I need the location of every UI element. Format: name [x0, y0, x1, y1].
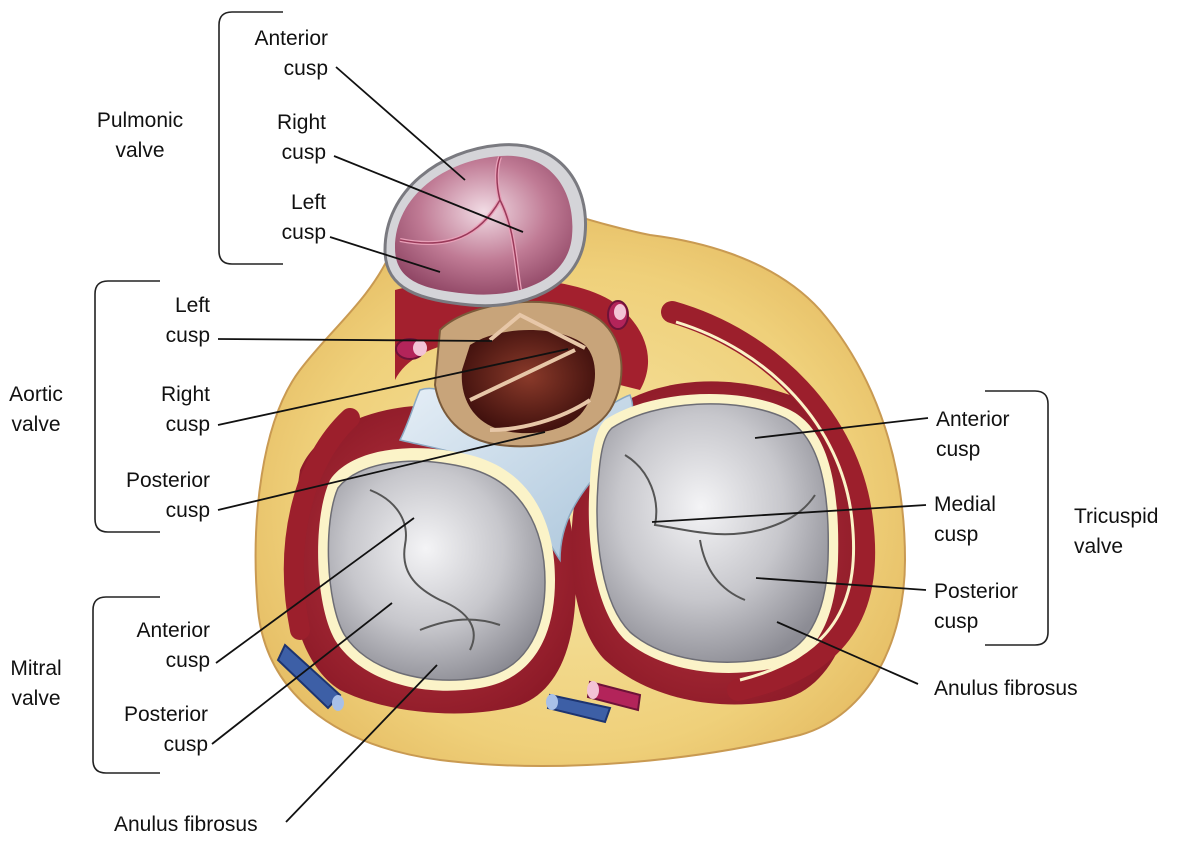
leader-pulm-anterior	[335, 66, 466, 181]
aortic-lumen	[461, 330, 596, 434]
aortic-cusp-edges	[469, 312, 592, 432]
leader-tri-anterior	[754, 417, 929, 439]
tricuspid-bracket	[985, 390, 1049, 646]
left-outer-muscle-band	[283, 408, 360, 640]
leader-pulm-left	[329, 236, 441, 273]
posterior-artery-section	[586, 680, 642, 712]
aortic-bracket	[94, 280, 160, 533]
leader-mitral-posterior	[211, 602, 393, 745]
anulus-fibrosus-right-label: Anulus fibrosus	[934, 677, 1078, 700]
right-outer-muscle-band	[661, 301, 876, 701]
leader-aortic-posterior	[217, 431, 546, 511]
leader-tri-medial	[651, 504, 927, 523]
leader-mitral-anterior	[215, 517, 415, 664]
mitral-commissure-line	[369, 489, 501, 651]
anulus-fibrosus-left-label: Anulus fibrosus	[114, 813, 258, 836]
right-outer-band-highlight	[675, 320, 856, 682]
left-coronary-artery-section	[395, 338, 427, 360]
leader-anulus-left	[285, 664, 438, 823]
leader-aortic-left	[217, 338, 493, 342]
leader-anulus-right	[776, 621, 919, 685]
posterior-vein-section	[546, 693, 612, 724]
left-vein-section	[276, 643, 344, 711]
mitral-bracket	[92, 596, 160, 774]
leader-tri-posterior	[755, 577, 927, 591]
mitral-cusps	[327, 460, 546, 681]
pulmonic-bracket	[218, 11, 283, 265]
leader-aortic-right	[217, 348, 569, 426]
pulmonic-cusps	[395, 155, 573, 295]
right-coronary-artery-section	[607, 300, 629, 330]
leader-pulm-right	[333, 155, 524, 233]
leader-lines	[211, 66, 929, 823]
pulmonic-commissures-core	[399, 156, 521, 291]
tricuspid-commissure-line	[624, 454, 816, 601]
